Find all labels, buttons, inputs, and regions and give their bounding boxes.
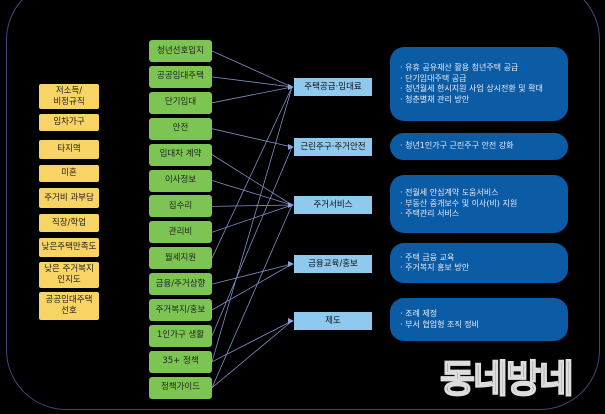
detail-item: · 청춘별채 관리 방안 — [400, 94, 470, 104]
detail-item: · 주택 금융 교육 — [400, 252, 455, 262]
category-box: 제도 — [294, 312, 372, 330]
keyword-box: 이사정보 — [149, 169, 212, 192]
keyword-box: 단기임대 — [149, 91, 212, 114]
detail-item: · 유휴 공유재산 활용 청년주택 공급 — [400, 63, 519, 72]
connection-line — [211, 263, 293, 311]
issue-box: 공공임대주택 선호 — [39, 292, 99, 320]
detail-item: · 부서 협업형 조직 정비 — [400, 319, 479, 329]
issue-box: 타지역 — [39, 140, 99, 159]
keyword-box: 주거복지/홍보 — [149, 299, 212, 321]
keyword-box: 청년선호입지 — [149, 40, 212, 62]
connection-line — [211, 320, 293, 363]
detail-box: · 유휴 공유재산 활용 청년주택 공급· 단기임대주택 공급· 청년월세 한시… — [390, 47, 568, 121]
connection-line — [211, 50, 293, 88]
issue-box: 낮은주택만족도 — [39, 238, 99, 257]
keyword-box: 집수리 — [149, 195, 212, 218]
detail-item: · 주택관리 서비스 — [400, 209, 460, 219]
keyword-box: 관리비 — [149, 221, 212, 244]
issue-box: 주거비 과부담 — [39, 188, 99, 208]
connection-line — [211, 204, 293, 233]
connection-line — [211, 146, 293, 337]
connection-line — [211, 204, 293, 207]
detail-item: · 전월세 안심계약 도움서비스 — [400, 188, 499, 198]
detail-box: · 주택 금융 교육· 주거복지 홍보 방안 — [390, 243, 568, 283]
arrowhead — [288, 318, 294, 324]
connection-line — [211, 76, 293, 88]
connection-line — [211, 128, 293, 148]
category-box: 주거서비스 — [294, 196, 372, 214]
connection-line — [211, 154, 293, 206]
connection-line — [211, 263, 293, 285]
category-box: 근린주구·주거안전 — [294, 138, 372, 156]
keyword-box: 임대차 계약 — [149, 143, 212, 166]
keyword-box: 정책가이드 — [149, 376, 212, 399]
connection-line — [211, 320, 293, 389]
detail-item: · 부동산 중개보수 및 이사(비) 지원 — [400, 198, 518, 208]
arrowhead — [288, 84, 294, 90]
detail-item: · 단기임대주택 공급 — [400, 73, 467, 83]
keyword-box: 금융/주거상향 — [149, 273, 212, 296]
connection-line — [211, 86, 293, 362]
issue-box: 낮은 주거복지 인지도 — [39, 262, 99, 288]
frame-border — [6, 0, 600, 410]
detail-item: · 주거복지 홍보 방안 — [400, 263, 470, 272]
keyword-box: 공공임대주택 — [149, 65, 212, 88]
keyword-box: 안전 — [149, 117, 212, 140]
issue-box: 미혼 — [39, 165, 99, 182]
detail-item: · 조례 제정 — [400, 309, 438, 318]
arrowhead — [288, 202, 294, 208]
connection-line — [211, 204, 293, 388]
category-box: 금융교육/홍보 — [294, 255, 372, 273]
category-box: 주택공급·임대료 — [294, 78, 372, 96]
detail-item: · 청년월세 한시지원 사업 상시전환 및 확대 — [400, 84, 543, 93]
connection-line — [211, 86, 293, 104]
keyword-box: 1인가구 생활 — [149, 324, 212, 347]
arrowhead — [288, 261, 294, 267]
arrowhead — [288, 144, 294, 150]
detail-box: · 청년1인가구 근린주구 안전 강화 — [390, 133, 568, 160]
keyword-box: 월세지원 — [149, 247, 212, 270]
issue-box: 직장/학업 — [39, 214, 99, 232]
logo: 동네방네 — [439, 356, 574, 402]
detail-box: · 조례 제정· 부서 협업형 조직 정비 — [390, 298, 568, 341]
issue-box: 저소득/ 비정규직 — [39, 84, 99, 109]
detail-box: · 전월세 안심계약 도움서비스· 부동산 중개보수 및 이사(비) 지원· 주… — [390, 175, 568, 233]
connection-line — [211, 86, 293, 259]
issue-box: 임차가구 — [39, 114, 99, 131]
keyword-box: 35+ 정책 — [149, 350, 212, 373]
detail-item: · 청년1인가구 근린주구 안전 강화 — [400, 141, 514, 151]
connection-line — [211, 180, 293, 206]
